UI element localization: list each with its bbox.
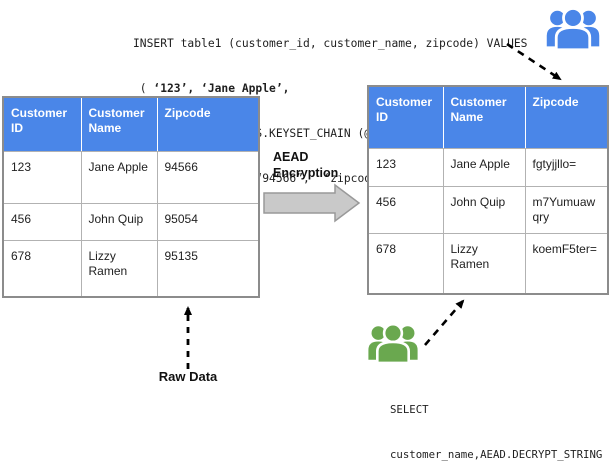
- table-row: 456 John Quip m7Yumuawqry: [367, 185, 609, 234]
- table-cell: 123: [367, 147, 444, 187]
- table-cell: John Quip: [442, 185, 526, 234]
- column-header: Customer Name: [442, 85, 526, 149]
- table-cell: Lizzy Ramen: [442, 232, 526, 295]
- table-cell: 456: [2, 202, 82, 241]
- code-line: customer_name,AEAD.DECRYPT_STRING: [390, 448, 603, 461]
- table-row: 456 John Quip 95054: [2, 202, 260, 241]
- table-cell: Lizzy Ramen: [80, 239, 158, 298]
- table-cell: 95135: [156, 239, 260, 298]
- code-line: INSERT table1 (customer_id, customer_nam…: [133, 37, 528, 50]
- table-cell: 95054: [156, 202, 260, 241]
- aead-encryption-arrow: [263, 183, 361, 223]
- table-cell: 456: [367, 185, 444, 234]
- column-header: Customer ID: [2, 96, 82, 152]
- table-cell: 678: [2, 239, 82, 298]
- raw-data-label: Raw Data: [158, 369, 218, 384]
- users-group-blue-icon: [546, 7, 600, 52]
- table-cell: 94566: [156, 150, 260, 204]
- table-row: 123 Jane Apple fgtyjjllo=: [367, 147, 609, 187]
- table-cell: koemF5ter=: [524, 232, 609, 295]
- table-cell: m7Yumuawqry: [524, 185, 609, 234]
- table-cell: Jane Apple: [80, 150, 158, 204]
- bold-values: ‘123’, ‘Jane Apple’,: [153, 82, 290, 95]
- table-row: 678 Lizzy Ramen 95135: [2, 239, 260, 298]
- table-cell: 678: [367, 232, 444, 295]
- dashed-arrow-select-flow: [424, 299, 465, 346]
- column-header: Zipcode: [524, 85, 609, 149]
- aead-encryption-label: AEAD Encryption: [273, 150, 339, 180]
- table-cell: John Quip: [80, 202, 158, 241]
- column-header: Customer Name: [80, 96, 158, 152]
- table-cell: 123: [2, 150, 82, 204]
- select-query-code: SELECT customer_name,AEAD.DECRYPT_STRING…: [390, 372, 602, 469]
- raw-data-table: Customer ID Customer Name Zipcode 123 Ja…: [2, 96, 260, 298]
- code-line: ( ‘123’, ‘Jane Apple’,: [133, 82, 290, 95]
- code-line: SELECT: [390, 403, 429, 416]
- table-row: 123 Jane Apple 94566: [2, 150, 260, 204]
- column-header: Zipcode: [156, 96, 260, 152]
- table-cell: fgtyjjllo=: [524, 147, 609, 187]
- table-row: 678 Lizzy Ramen koemF5ter=: [367, 232, 609, 295]
- users-group-green-icon: [368, 322, 418, 365]
- table-cell: Jane Apple: [442, 147, 526, 187]
- column-header: Customer ID: [367, 85, 444, 149]
- encrypted-data-table: Customer ID Customer Name Zipcode 123 Ja…: [367, 85, 609, 295]
